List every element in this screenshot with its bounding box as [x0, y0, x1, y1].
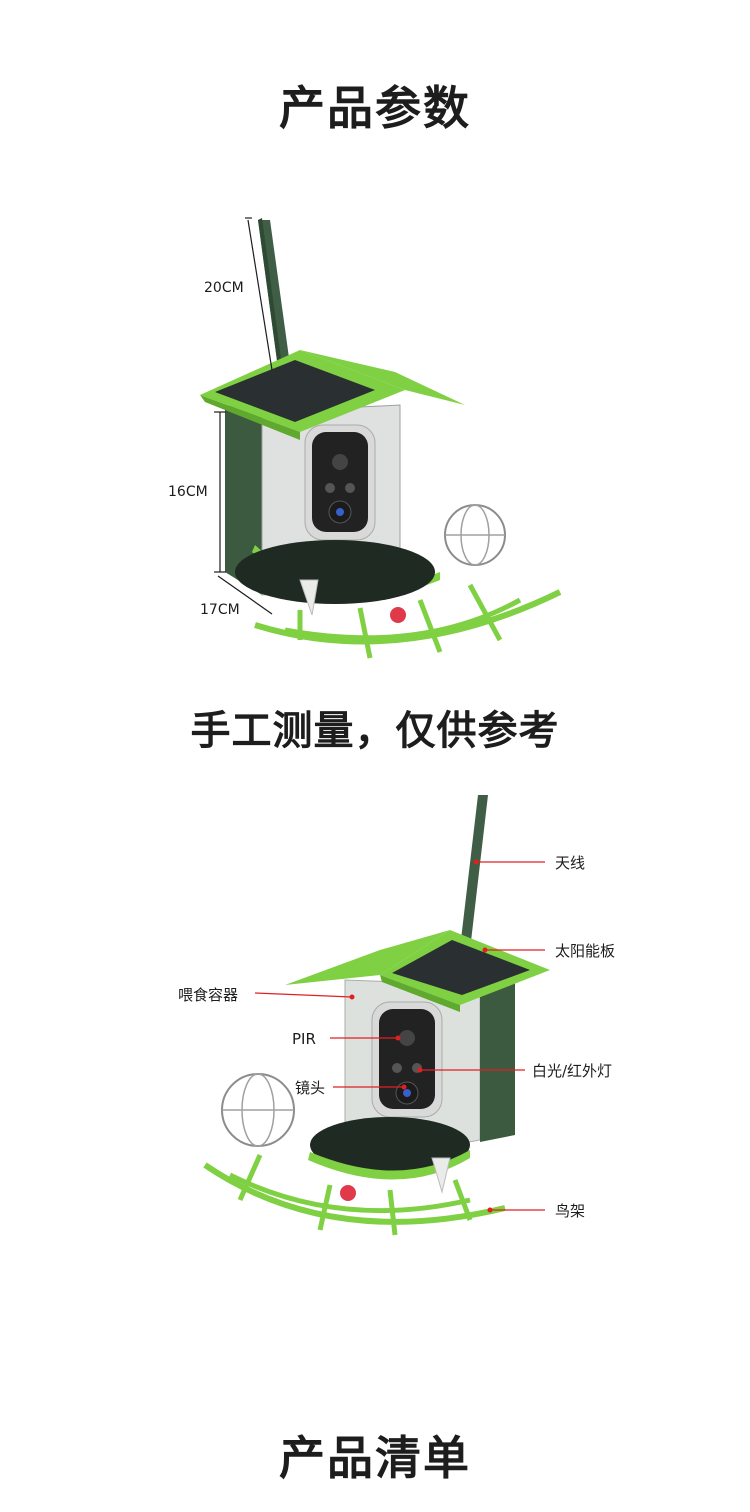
antenna-height-label: 20CM	[204, 280, 244, 296]
label-antenna: 天线	[555, 854, 585, 872]
label-lens: 镜头	[295, 1079, 325, 1097]
antenna-shape	[460, 795, 488, 950]
body-height-label: 16CM	[168, 484, 208, 500]
camera-shape	[371, 1001, 443, 1118]
label-perch: 鸟架	[555, 1202, 585, 1220]
section-title-notice: 手工测量，仅供参考	[190, 708, 560, 754]
perch-shape	[203, 1117, 506, 1236]
label-pir: PIR	[292, 1030, 316, 1048]
pointer-lines	[254, 861, 545, 1211]
pointer-dots	[349, 859, 493, 1213]
label-feed-container: 喂食容器	[178, 986, 238, 1004]
dimension-lines	[214, 217, 273, 615]
label-light: 白光/红外灯	[532, 1062, 612, 1080]
product-parts-figure: 天线 太阳能板 喂食容器 PIR 白光/红外灯 镜头 鸟架	[178, 795, 615, 1236]
perch-shape	[235, 540, 562, 659]
section-title-params: 产品参数	[279, 81, 471, 135]
camera-shape	[304, 424, 376, 541]
roof-solar-panel	[285, 930, 550, 1012]
roof-solar-panel	[200, 350, 465, 440]
body-depth-label: 17CM	[200, 602, 240, 618]
feeder-ball-shape	[221, 1073, 295, 1147]
section-title-list: 产品清单	[279, 1431, 471, 1485]
feeder-ball-shape	[444, 504, 506, 566]
antenna-shape	[258, 218, 290, 368]
product-dimension-figure: 20CM 16CM 17CM	[168, 217, 562, 659]
label-solar-panel: 太阳能板	[555, 942, 615, 960]
